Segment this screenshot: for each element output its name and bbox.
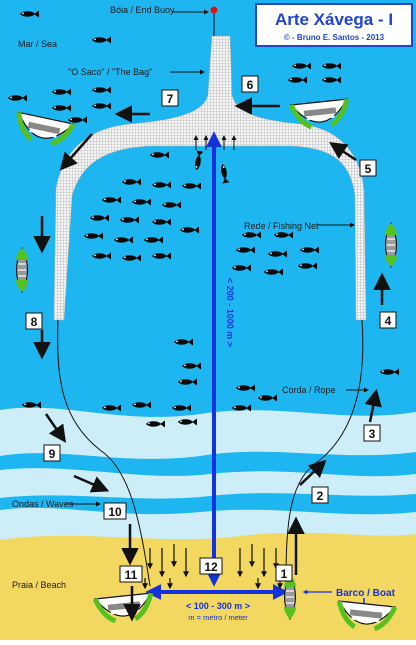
offshore-distance-text: < 200 - 1000 m > [225, 278, 235, 347]
step-box-9: 9 [43, 444, 61, 462]
arrow-step-7b [59, 133, 93, 171]
step-box-4: 4 [379, 311, 397, 329]
step-box-5: 5 [359, 159, 377, 177]
step-box-7: 7 [161, 89, 179, 107]
label-beach: Praia / Beach [12, 580, 66, 590]
label-bag: "O Saco" / "The Bag" [68, 67, 152, 77]
svg-text:5: 5 [365, 162, 372, 176]
svg-text:4: 4 [385, 314, 392, 328]
label-waves: Ondas / Waves [12, 499, 74, 509]
end-buoy [210, 6, 218, 14]
step-box-11: 11 [119, 565, 143, 583]
step-box-1: 1 [275, 564, 293, 582]
arrow-step-9 [44, 413, 66, 443]
arrow-step-3 [364, 388, 382, 423]
svg-text:1: 1 [281, 567, 288, 581]
step-box-6: 6 [241, 75, 259, 93]
svg-text:9: 9 [49, 447, 56, 461]
svg-text:8: 8 [31, 315, 38, 329]
title-box [255, 3, 413, 47]
step-box-12: 12 [199, 557, 223, 575]
rope-left [57, 319, 151, 587]
svg-text:12: 12 [204, 560, 218, 574]
svg-text:7: 7 [167, 92, 174, 106]
step-box-2: 2 [311, 486, 329, 504]
step-box-8: 8 [25, 312, 43, 330]
credit: © - Bruno E. Santos - 2013 [284, 33, 385, 42]
label-boat: Barco / Boat [336, 588, 396, 599]
boat-left-side [15, 247, 29, 293]
label-buoy: Bóia / End Buoy [110, 5, 175, 15]
label-rope: Corda / Rope [282, 385, 336, 395]
step-box-10: 10 [103, 502, 127, 520]
arrow-step-9b [73, 474, 110, 493]
svg-text:11: 11 [125, 568, 138, 582]
boat-right-side [384, 222, 398, 268]
svg-text:10: 10 [108, 505, 122, 519]
svg-text:3: 3 [369, 427, 376, 441]
pull-arrows [142, 544, 283, 590]
label-net: Rede / Fishing Net [244, 221, 319, 231]
title: Arte Xávega - I [275, 10, 393, 29]
unit-note: m = metro / meter [188, 613, 248, 622]
svg-text:6: 6 [247, 78, 254, 92]
bag-pull-arrows [193, 135, 237, 150]
arrow-step-5 [329, 142, 357, 162]
svg-text:2: 2 [317, 489, 324, 503]
label-sea: Mar / Sea [18, 39, 57, 49]
beach-width-text: < 100 - 300 m > [186, 601, 250, 611]
boat-on-beach [283, 574, 297, 620]
step-box-3: 3 [363, 424, 381, 442]
arrow-step-2 [299, 459, 327, 486]
